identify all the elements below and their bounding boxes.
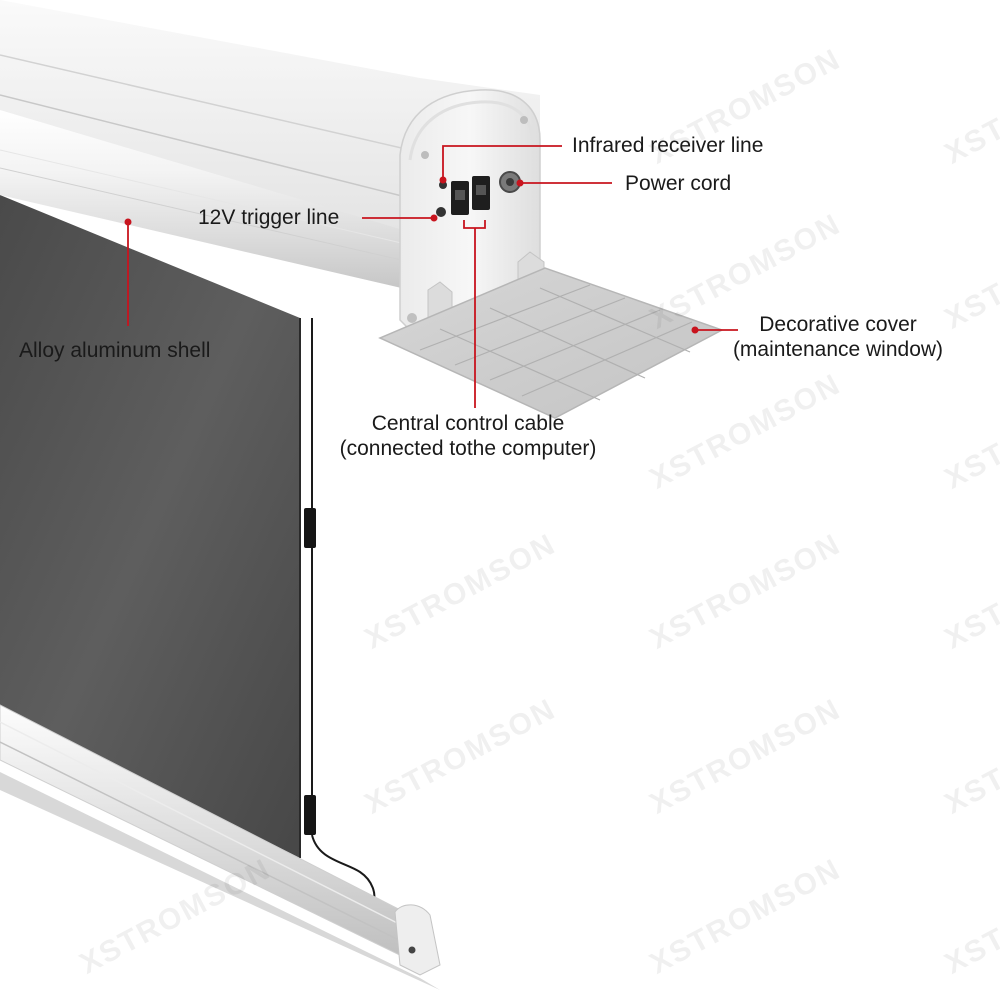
tension-cable (304, 318, 376, 906)
decorative-cover-line2: (maintenance window) (732, 338, 944, 361)
aluminum-shell-label: Alloy aluminum shell (19, 339, 211, 362)
bottom-bar (0, 704, 441, 990)
top-housing (0, 0, 545, 331)
projection-screen (0, 195, 301, 858)
infrared-receiver-label: Infrared receiver line (572, 134, 764, 157)
control-cable-label: Central control cable (connected tothe c… (318, 411, 618, 461)
power-cord-label: Power cord (625, 172, 732, 195)
control-cable-line2: (connected tothe computer) (339, 437, 597, 460)
leader-lines (124, 145, 738, 408)
decorative-cover-line1: Decorative cover (759, 313, 917, 336)
trigger-line-label: 12V trigger line (198, 206, 340, 229)
decorative-cover-label: Decorative cover (maintenance window) (718, 312, 958, 362)
control-cable-line1: Central control cable (371, 412, 565, 435)
